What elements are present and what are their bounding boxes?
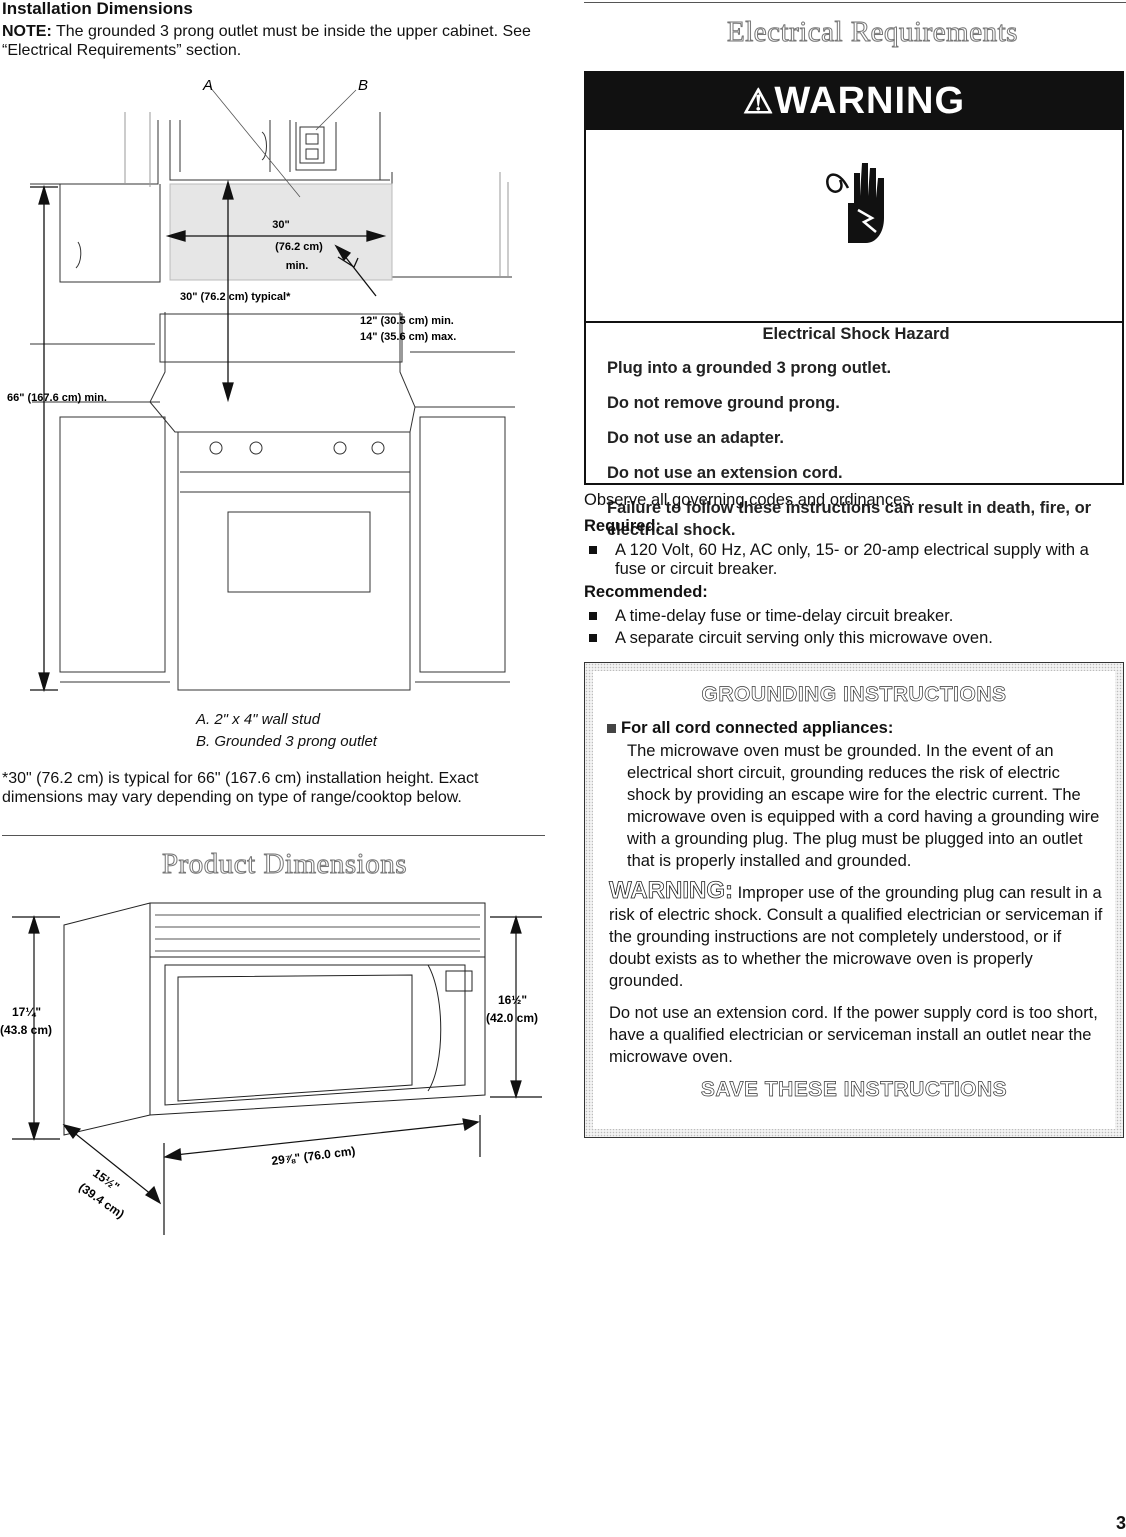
electric-shock-hand-icon <box>826 163 884 243</box>
dim-30-line2: (76.2 cm) <box>275 241 323 253</box>
caption-a: A. 2" x 4" wall stud <box>196 711 321 728</box>
grounding-extension-cord: Do not use an extension cord. If the pow… <box>609 1004 1098 1066</box>
width-label: 29⅞" (76.0 cm) <box>271 1144 356 1168</box>
dim-14: 14" (35.6 cm) max. <box>360 331 456 343</box>
bullet-square-icon <box>607 724 616 733</box>
caption-b: B. Grounded 3 prong outlet <box>196 733 377 750</box>
electrical-requirements-heading: Electrical Requirements <box>727 16 1018 49</box>
dim-30-line3: min. <box>286 260 309 272</box>
warning-body: Electrical Shock Hazard Plug into a grou… <box>607 325 1107 554</box>
grounding-content: GROUNDING INSTRUCTIONS For all cord conn… <box>593 671 1115 1129</box>
grounding-warning-text: Improper use of the grounding plug can r… <box>609 884 1103 990</box>
electrical-details: Observe all governing codes and ordinanc… <box>584 491 1124 648</box>
installation-diagram: A B 30" (76.2 cm) min. 30" (76.2 cm) typ… <box>7 77 515 693</box>
warning-header: ⚠WARNING <box>586 73 1122 130</box>
dim-typical: 30" (76.2 cm) typical* <box>180 291 291 303</box>
required-label: Required: <box>584 517 662 535</box>
grounding-warning: WARNING: Improper use of the grounding p… <box>609 877 1105 992</box>
grounding-title: GROUNDING INSTRUCTIONS <box>701 683 1007 707</box>
grounding-subhead-text: For all cord connected appliances: <box>621 719 894 737</box>
warning-item: Do not remove ground prong. <box>607 394 840 412</box>
recommended-item: A separate circuit serving only this mic… <box>584 629 1124 648</box>
required-item: A 120 Volt, 60 Hz, AC only, 15- or 20-am… <box>584 541 1124 579</box>
installation-footnote: *30" (76.2 cm) is typical for 66" (167.6… <box>2 770 479 806</box>
warning-title: WARNING <box>774 80 966 122</box>
divider-right <box>584 2 1126 3</box>
label-b: B <box>358 77 368 94</box>
left-height: 17¼" <box>12 1005 41 1019</box>
grounding-instructions-box: GROUNDING INSTRUCTIONS For all cord conn… <box>584 662 1124 1138</box>
product-dimensions-diagram: 17¼" (43.8 cm) 16½" (42.0 cm) 29⅞" (76.0… <box>0 902 542 1235</box>
label-a: A <box>202 77 213 94</box>
grounding-subhead: For all cord connected appliances: <box>607 719 1115 738</box>
hazard-title: Electrical Shock Hazard <box>762 325 950 343</box>
note-label: NOTE: <box>2 23 52 40</box>
dim-12: 12" (30.5 cm) min. <box>360 315 454 327</box>
right-height: 16½" <box>498 993 527 1007</box>
warning-triangle-icon: ⚠ <box>742 83 775 121</box>
dim-66: 66" (167.6 cm) min. <box>7 392 107 404</box>
warning-item: Do not use an adapter. <box>607 429 784 447</box>
note-text: The grounded 3 prong outlet must be insi… <box>2 23 531 59</box>
divider-left <box>2 835 545 836</box>
shock-hazard-area <box>586 130 1122 323</box>
page-number: 3 <box>1115 1513 1126 1533</box>
warning-item: Do not use an extension cord. <box>607 464 843 482</box>
right-height-cm: (42.0 cm) <box>486 1011 538 1025</box>
recommended-item: A time-delay fuse or time-delay circuit … <box>584 607 1124 626</box>
grounding-warning-word: WARNING: <box>609 877 734 904</box>
dim-30-line1: 30" <box>272 219 289 231</box>
warning-item: Plug into a grounded 3 prong outlet. <box>607 359 892 377</box>
warning-box: ⚠WARNING Electrical Shock Hazard Plug in… <box>584 71 1124 539</box>
installation-note: NOTE: The grounded 3 prong outlet must b… <box>2 22 532 60</box>
product-dimensions-heading: Product Dimensions <box>161 848 408 881</box>
warning-item: Failure to follow these instructions can… <box>607 499 1092 539</box>
grounding-paragraph: The microwave oven must be grounded. In … <box>627 742 1100 870</box>
recommended-label: Recommended: <box>584 583 708 601</box>
installation-dimensions-heading: Installation Dimensions <box>2 0 193 18</box>
observe-text: Observe all governing codes and ordinanc… <box>584 491 916 509</box>
left-height-cm: (43.8 cm) <box>0 1023 52 1037</box>
save-instructions: SAVE THESE INSTRUCTIONS <box>700 1078 1008 1102</box>
